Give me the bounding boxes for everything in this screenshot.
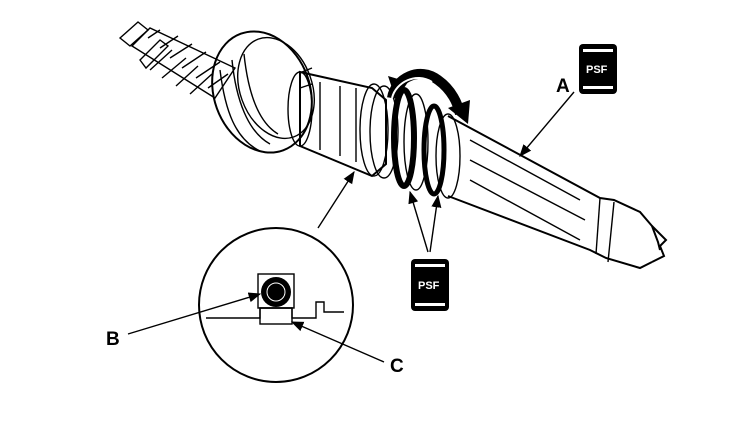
callout-b-label: B (106, 329, 120, 350)
rotation-arrow (387, 69, 470, 124)
callout-b: B (106, 292, 262, 350)
seal-ring-grooves (359, 83, 461, 199)
psf-badge-top: PSF (579, 44, 617, 94)
shaft-end (447, 115, 668, 270)
pinion-shaft (118, 21, 668, 270)
psf-badge-top-text: PSF (586, 64, 608, 76)
seal-ring-arrows (408, 190, 442, 253)
psf-badge-bottom-text: PSF (418, 280, 440, 292)
shaft-body (287, 70, 387, 178)
callout-c-label: C (390, 356, 404, 377)
bearing (211, 30, 315, 154)
psf-badge-bottom: PSF (411, 259, 449, 311)
callout-c: C (290, 321, 404, 377)
helical-gear (118, 21, 237, 99)
callout-a: A (519, 76, 575, 157)
detail-view (198, 170, 355, 383)
callout-a-label: A (556, 76, 570, 97)
